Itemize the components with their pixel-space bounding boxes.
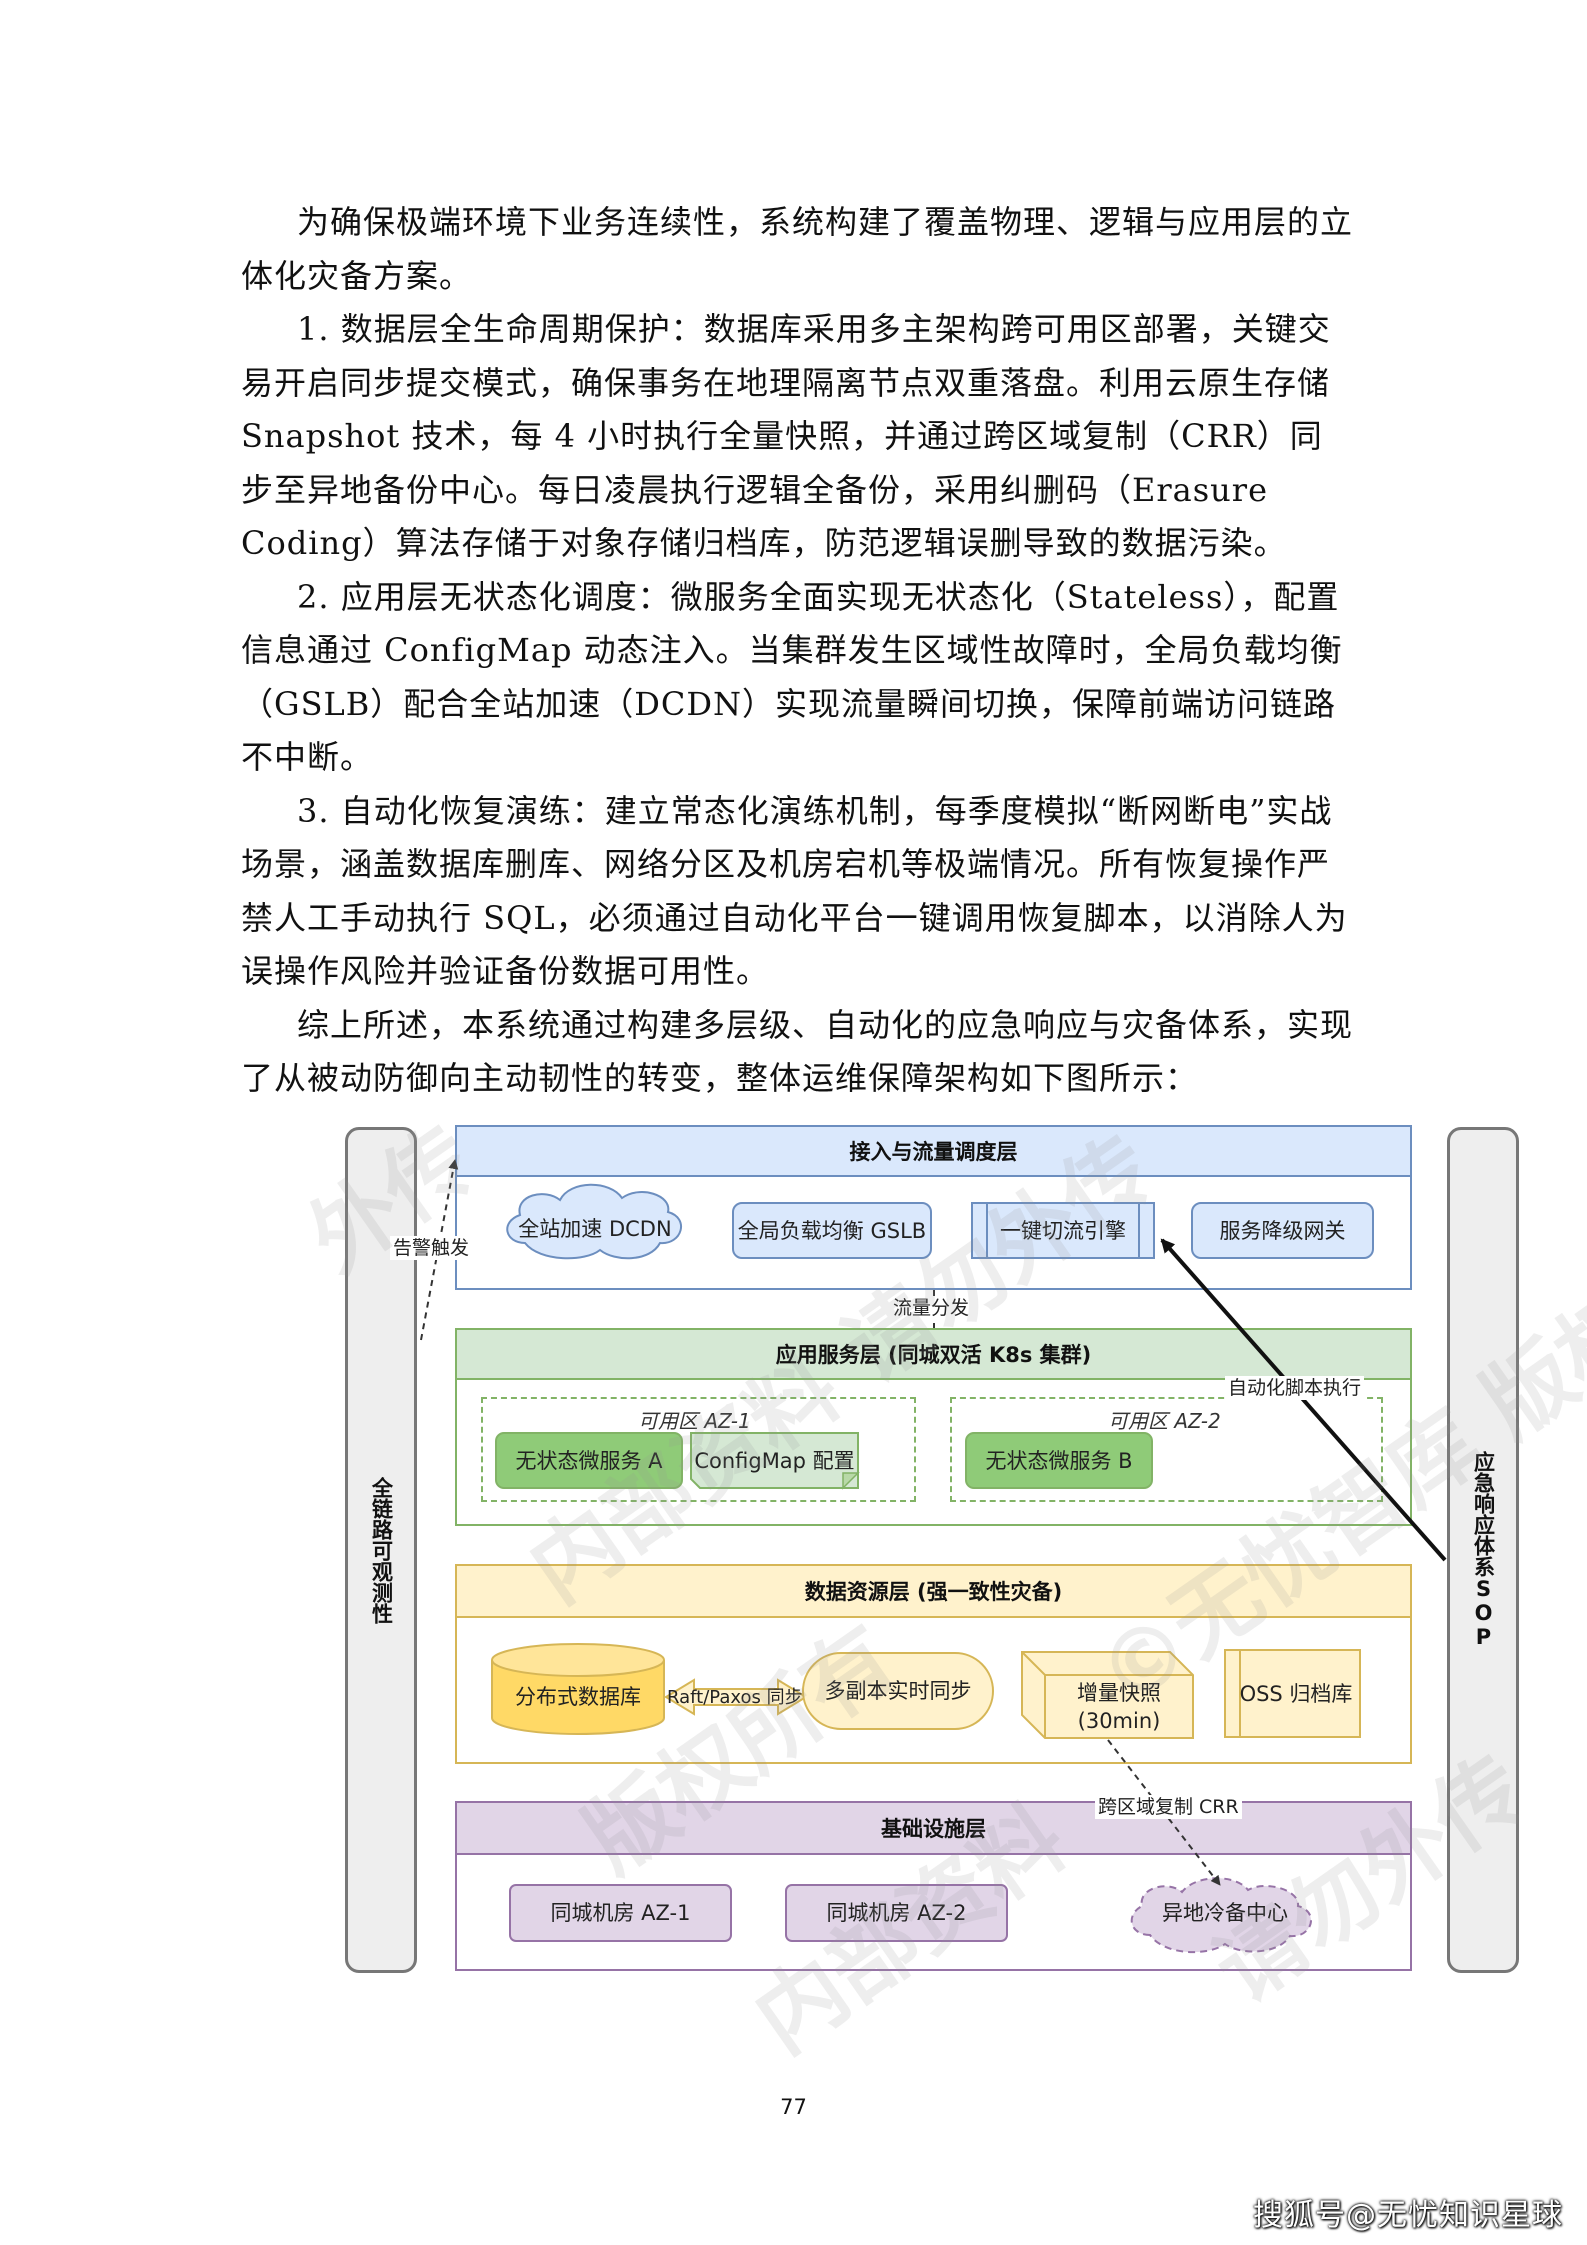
svc-a-node: 无状态微服务 A	[515, 1448, 663, 1473]
paragraph-summary: 综上所述，本系统通过构建多层级、自动化的应急响应与灾备体系，实现了从被动防御向主…	[241, 1005, 1354, 1098]
access-layer-title: 接入与流量调度层	[457, 1127, 1410, 1177]
body-text: 为确保极端环境下业务连续性，系统构建了覆盖物理、逻辑与应用层的立体化灾备方案。 …	[241, 196, 1353, 1106]
app-layer-title: 应用服务层 (同城双活 K8s 集群)	[457, 1330, 1410, 1380]
snapshot-line2: (30min)	[1077, 1708, 1161, 1733]
configmap-node: ConfigMap 配置	[694, 1448, 855, 1473]
infra-layer-title: 基础设施层	[457, 1803, 1410, 1855]
cold-backup-node: 异地冷备中心	[1162, 1901, 1288, 1925]
room2-node: 同城机房 AZ-2	[826, 1901, 967, 1925]
paragraph-intro: 为确保极端环境下业务连续性，系统构建了覆盖物理、逻辑与应用层的立体化灾备方案。	[241, 203, 1354, 295]
sop-label: 应急响应体系SOP	[1471, 1451, 1496, 1649]
gslb-node: 全局负载均衡 GSLB	[737, 1218, 927, 1243]
paragraph-app-layer: 2. 应用层无状态化调度：微服务全面实现无状态化（Stateless），配置信息…	[241, 577, 1343, 777]
dcdn-node: 全站加速 DCDN	[518, 1217, 672, 1241]
observability-label: 全链路可观测性	[369, 1476, 394, 1624]
traffic-label: 流量分发	[890, 1296, 973, 1320]
data-layer-title: 数据资源层 (强一致性灾备)	[457, 1566, 1410, 1618]
zone-az1	[481, 1397, 916, 1502]
raft-label: Raft/Paxos 同步	[667, 1687, 803, 1708]
source-credit: 搜狐号@无忧知识星球	[1253, 2198, 1563, 2233]
snapshot-node: 增量快照 (30min)	[1045, 1675, 1193, 1738]
svc-b-node: 无状态微服务 B	[985, 1448, 1133, 1473]
replica-node: 多副本实时同步	[824, 1679, 972, 1703]
room1-node: 同城机房 AZ-1	[550, 1901, 691, 1925]
snapshot-line1: 增量快照	[1077, 1680, 1161, 1705]
switch-engine-node: 一键切流引擎	[1000, 1218, 1126, 1243]
paragraph-data-layer: 1. 数据层全生命周期保护：数据库采用多主架构跨可用区部署，关键交易开启同步提交…	[241, 310, 1331, 562]
alert-label: 告警触发	[390, 1236, 473, 1260]
db-node: 分布式数据库	[515, 1685, 641, 1709]
zone-az1-label: 可用区 AZ-1	[634, 1405, 755, 1434]
page-number: 77	[780, 2095, 807, 2119]
auto-script-label: 自动化脚本执行	[1225, 1376, 1365, 1400]
paragraph-drill: 3. 自动化恢复演练：建立常态化演练机制，每季度模拟“断网断电”实战场景，涵盖数…	[241, 791, 1348, 991]
crr-label: 跨区域复制 CRR	[1095, 1795, 1242, 1819]
observability-pillar: 全链路可观测性	[345, 1127, 417, 1973]
sop-pillar: 应急响应体系SOP	[1447, 1127, 1519, 1973]
oss-node: OSS 归档库	[1239, 1681, 1353, 1706]
zone-az2-label: 可用区 AZ-2	[1104, 1405, 1225, 1434]
degrade-gateway-node: 服务降级网关	[1219, 1218, 1346, 1243]
